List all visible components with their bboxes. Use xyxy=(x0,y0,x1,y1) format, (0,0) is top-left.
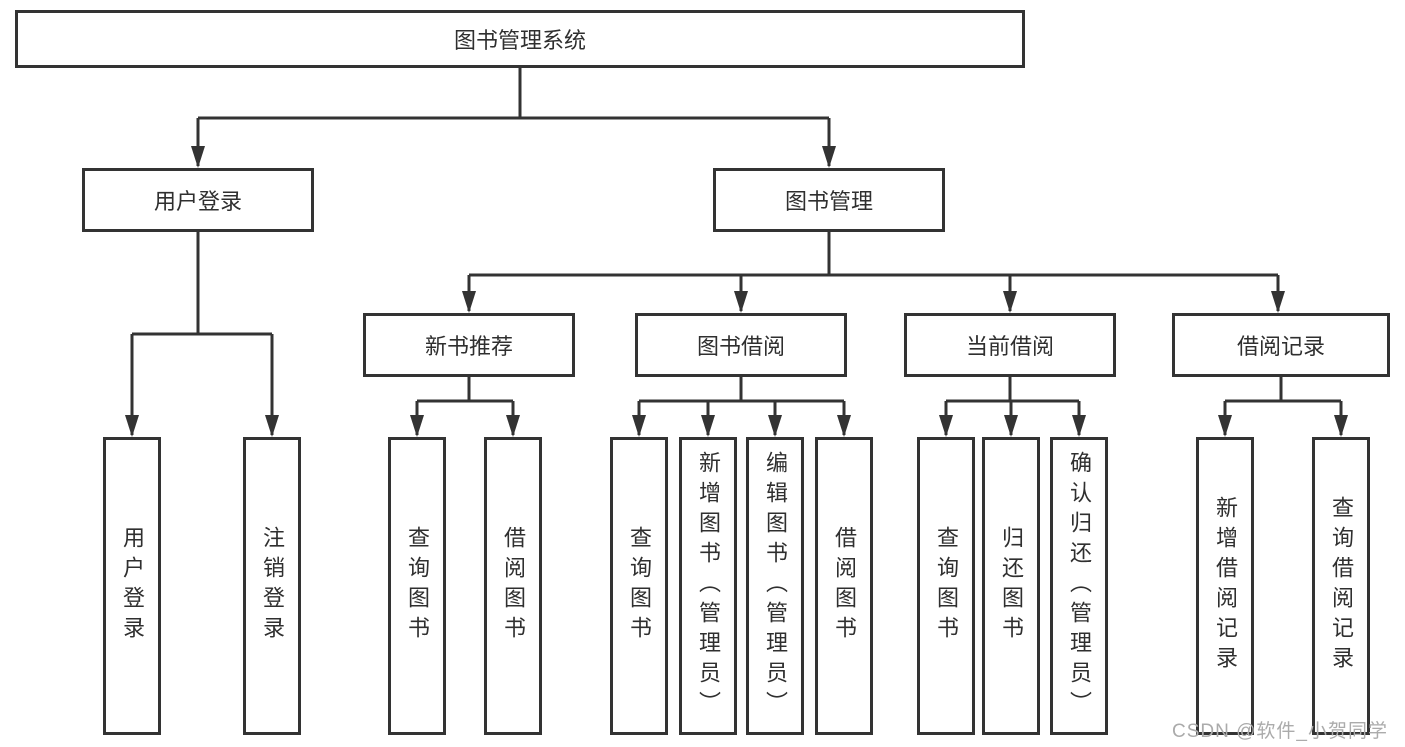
leaf-borrow-books-borrowing: 借阅图书 xyxy=(815,437,873,735)
node-new-book-recommendation: 新书推荐 xyxy=(363,313,575,377)
node-book-borrowing-label: 图书借阅 xyxy=(696,334,785,359)
node-user-login-label: 用户登录 xyxy=(153,189,242,214)
node-root: 图书管理系统 xyxy=(15,10,1025,68)
leaf-user-login: 用户登录 xyxy=(103,437,161,735)
leaf-borrow-books-recommend: 借阅图书 xyxy=(484,437,542,735)
leaf-query-books-recommend: 查询图书 xyxy=(388,437,446,735)
leaf-user-login-label: 用户登录 xyxy=(120,526,145,646)
leaf-query-borrowing-record-label: 查询借阅记录 xyxy=(1329,496,1354,676)
leaf-logout: 注销登录 xyxy=(243,437,301,735)
leaf-query-books-current: 查询图书 xyxy=(917,437,975,735)
leaf-confirm-return-admin: 确认归还（管理员） xyxy=(1050,437,1108,735)
leaf-add-book-admin-label: 新增图书（管理员） xyxy=(696,451,721,721)
leaf-return-books-label: 归还图书 xyxy=(999,526,1024,646)
csdn-watermark: CSDN @软件_小贺同学 xyxy=(1172,721,1388,742)
leaf-add-borrowing-record: 新增借阅记录 xyxy=(1196,437,1254,735)
arrowhead-icon xyxy=(462,291,476,313)
arrowhead-icon xyxy=(1218,415,1232,437)
leaf-query-books-borrowing-label: 查询图书 xyxy=(627,526,652,646)
arrowhead-icon xyxy=(701,415,715,437)
leaf-add-borrowing-record-label: 新增借阅记录 xyxy=(1213,496,1238,676)
leaf-logout-label: 注销登录 xyxy=(260,526,285,646)
leaf-borrow-books-recommend-label: 借阅图书 xyxy=(501,526,526,646)
arrowhead-icon xyxy=(822,146,836,168)
arrowhead-icon xyxy=(939,415,953,437)
node-borrowing-records-label: 借阅记录 xyxy=(1236,334,1325,359)
node-borrowing-records: 借阅记录 xyxy=(1172,313,1390,377)
node-book-management-label: 图书管理 xyxy=(784,189,873,214)
node-current-borrowing: 当前借阅 xyxy=(904,313,1116,377)
leaf-query-books-borrowing: 查询图书 xyxy=(610,437,668,735)
arrowhead-icon xyxy=(1072,415,1086,437)
arrowhead-icon xyxy=(1271,291,1285,313)
node-new-book-recommendation-label: 新书推荐 xyxy=(424,334,513,359)
arrowhead-icon xyxy=(410,415,424,437)
node-current-borrowing-label: 当前借阅 xyxy=(965,334,1054,359)
leaf-query-borrowing-record: 查询借阅记录 xyxy=(1312,437,1370,735)
leaf-add-book-admin: 新增图书（管理员） xyxy=(679,437,737,735)
leaf-edit-book-admin-label: 编辑图书（管理员） xyxy=(763,451,788,721)
arrowhead-icon xyxy=(1003,291,1017,313)
leaf-borrow-books-borrowing-label: 借阅图书 xyxy=(832,526,857,646)
arrowhead-icon xyxy=(1004,415,1018,437)
node-user-login: 用户登录 xyxy=(82,168,314,232)
arrowheads xyxy=(125,146,1348,437)
arrowhead-icon xyxy=(191,146,205,168)
arrowhead-icon xyxy=(768,415,782,437)
arrowhead-icon xyxy=(1334,415,1348,437)
arrowhead-icon xyxy=(125,415,139,437)
node-book-management: 图书管理 xyxy=(713,168,945,232)
node-book-borrowing: 图书借阅 xyxy=(635,313,847,377)
node-root-label: 图书管理系统 xyxy=(453,28,586,53)
connector-lines xyxy=(130,68,1343,435)
arrowhead-icon xyxy=(632,415,646,437)
arrowhead-icon xyxy=(734,291,748,313)
leaf-return-books: 归还图书 xyxy=(982,437,1040,735)
arrowhead-icon xyxy=(506,415,520,437)
leaf-confirm-return-admin-label: 确认归还（管理员） xyxy=(1067,451,1092,721)
leaf-query-books-current-label: 查询图书 xyxy=(934,526,959,646)
arrowhead-icon xyxy=(265,415,279,437)
leaf-edit-book-admin: 编辑图书（管理员） xyxy=(746,437,804,735)
arrowhead-icon xyxy=(837,415,851,437)
leaf-query-books-recommend-label: 查询图书 xyxy=(405,526,430,646)
